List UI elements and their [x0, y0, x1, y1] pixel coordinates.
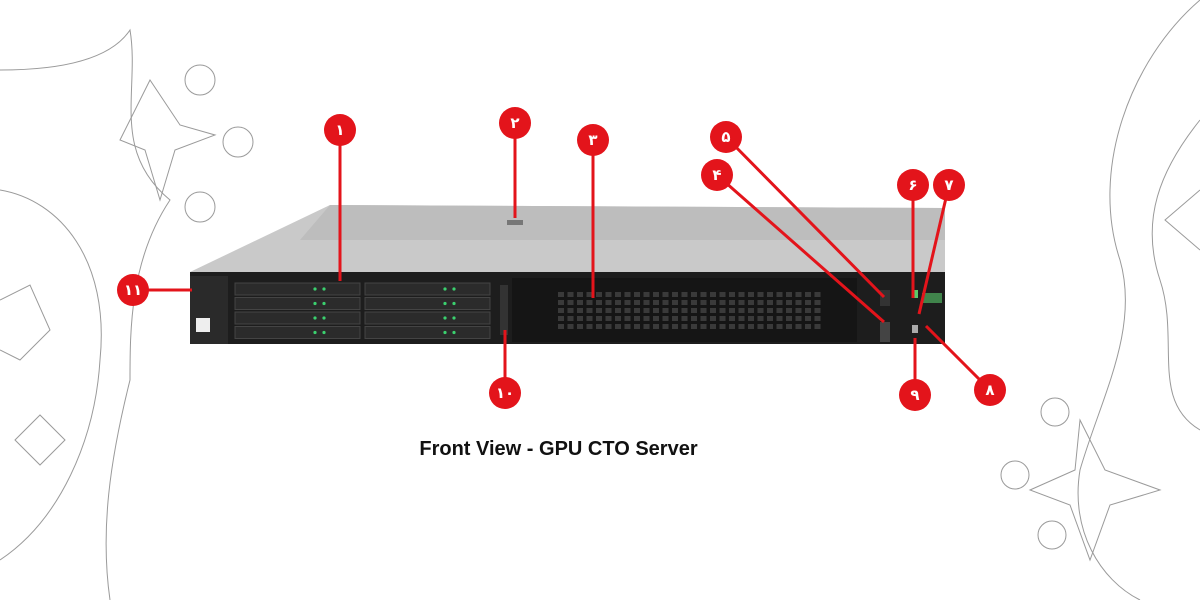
callout-nic-status-led: ۸ — [974, 374, 1006, 406]
diagram-caption: Front View - GPU CTO Server — [419, 438, 698, 460]
callout-number: ۹ — [910, 386, 919, 404]
callout-marker — [710, 121, 742, 153]
drive-bay — [364, 326, 491, 339]
callout-drive-bay-divider: ۱۰ — [489, 377, 521, 409]
server-image — [190, 205, 945, 344]
drive-bay — [364, 297, 491, 310]
callout-marker — [899, 379, 931, 411]
drive-bay — [234, 297, 361, 310]
callout-marker — [499, 107, 531, 139]
callout-number: ۸ — [985, 381, 994, 399]
callout-number: ۱۰ — [496, 384, 514, 402]
callout-ilo-service-port: ۵ — [710, 121, 742, 153]
callout-number: ۱ — [335, 121, 344, 139]
usb-port — [880, 322, 890, 342]
callout-number: ۷ — [944, 176, 953, 194]
callout-gpu-vent-bezel: ۳ — [577, 124, 609, 156]
drive-bay — [364, 311, 491, 325]
callout-marker — [701, 159, 733, 191]
callout-marker — [577, 124, 609, 156]
callout-number: ۱۱ — [124, 281, 142, 299]
callout-usb-port: ۴ — [701, 159, 733, 191]
callout-number: ۵ — [721, 128, 730, 146]
drive-bay — [234, 311, 361, 325]
ilo-port — [880, 290, 890, 306]
rack-ear — [190, 276, 228, 344]
callout-marker — [489, 377, 521, 409]
callout-number: ۳ — [588, 131, 597, 149]
callout-drive-bays: ۱ — [324, 114, 356, 146]
callout-number: ۴ — [712, 166, 721, 184]
callout-number: ۶ — [908, 176, 917, 194]
callout-power-button: ۶ — [897, 169, 929, 201]
callout-rack-ear: ۱۱ — [117, 274, 149, 306]
drive-bay — [234, 326, 361, 339]
power-led — [912, 290, 918, 298]
drive-bay — [364, 282, 491, 296]
drive-bays — [234, 282, 491, 339]
uid-button — [912, 325, 918, 333]
callout-marker — [974, 374, 1006, 406]
callout-number: ۲ — [510, 114, 519, 132]
callout-uid-button: ۹ — [899, 379, 931, 411]
callout-health-led: ۷ — [933, 169, 965, 201]
callout-top-cover: ۲ — [499, 107, 531, 139]
callout-marker — [117, 274, 149, 306]
callout-marker — [933, 169, 965, 201]
callout-marker — [324, 114, 356, 146]
drive-bay — [234, 282, 361, 296]
callout-marker — [897, 169, 929, 201]
